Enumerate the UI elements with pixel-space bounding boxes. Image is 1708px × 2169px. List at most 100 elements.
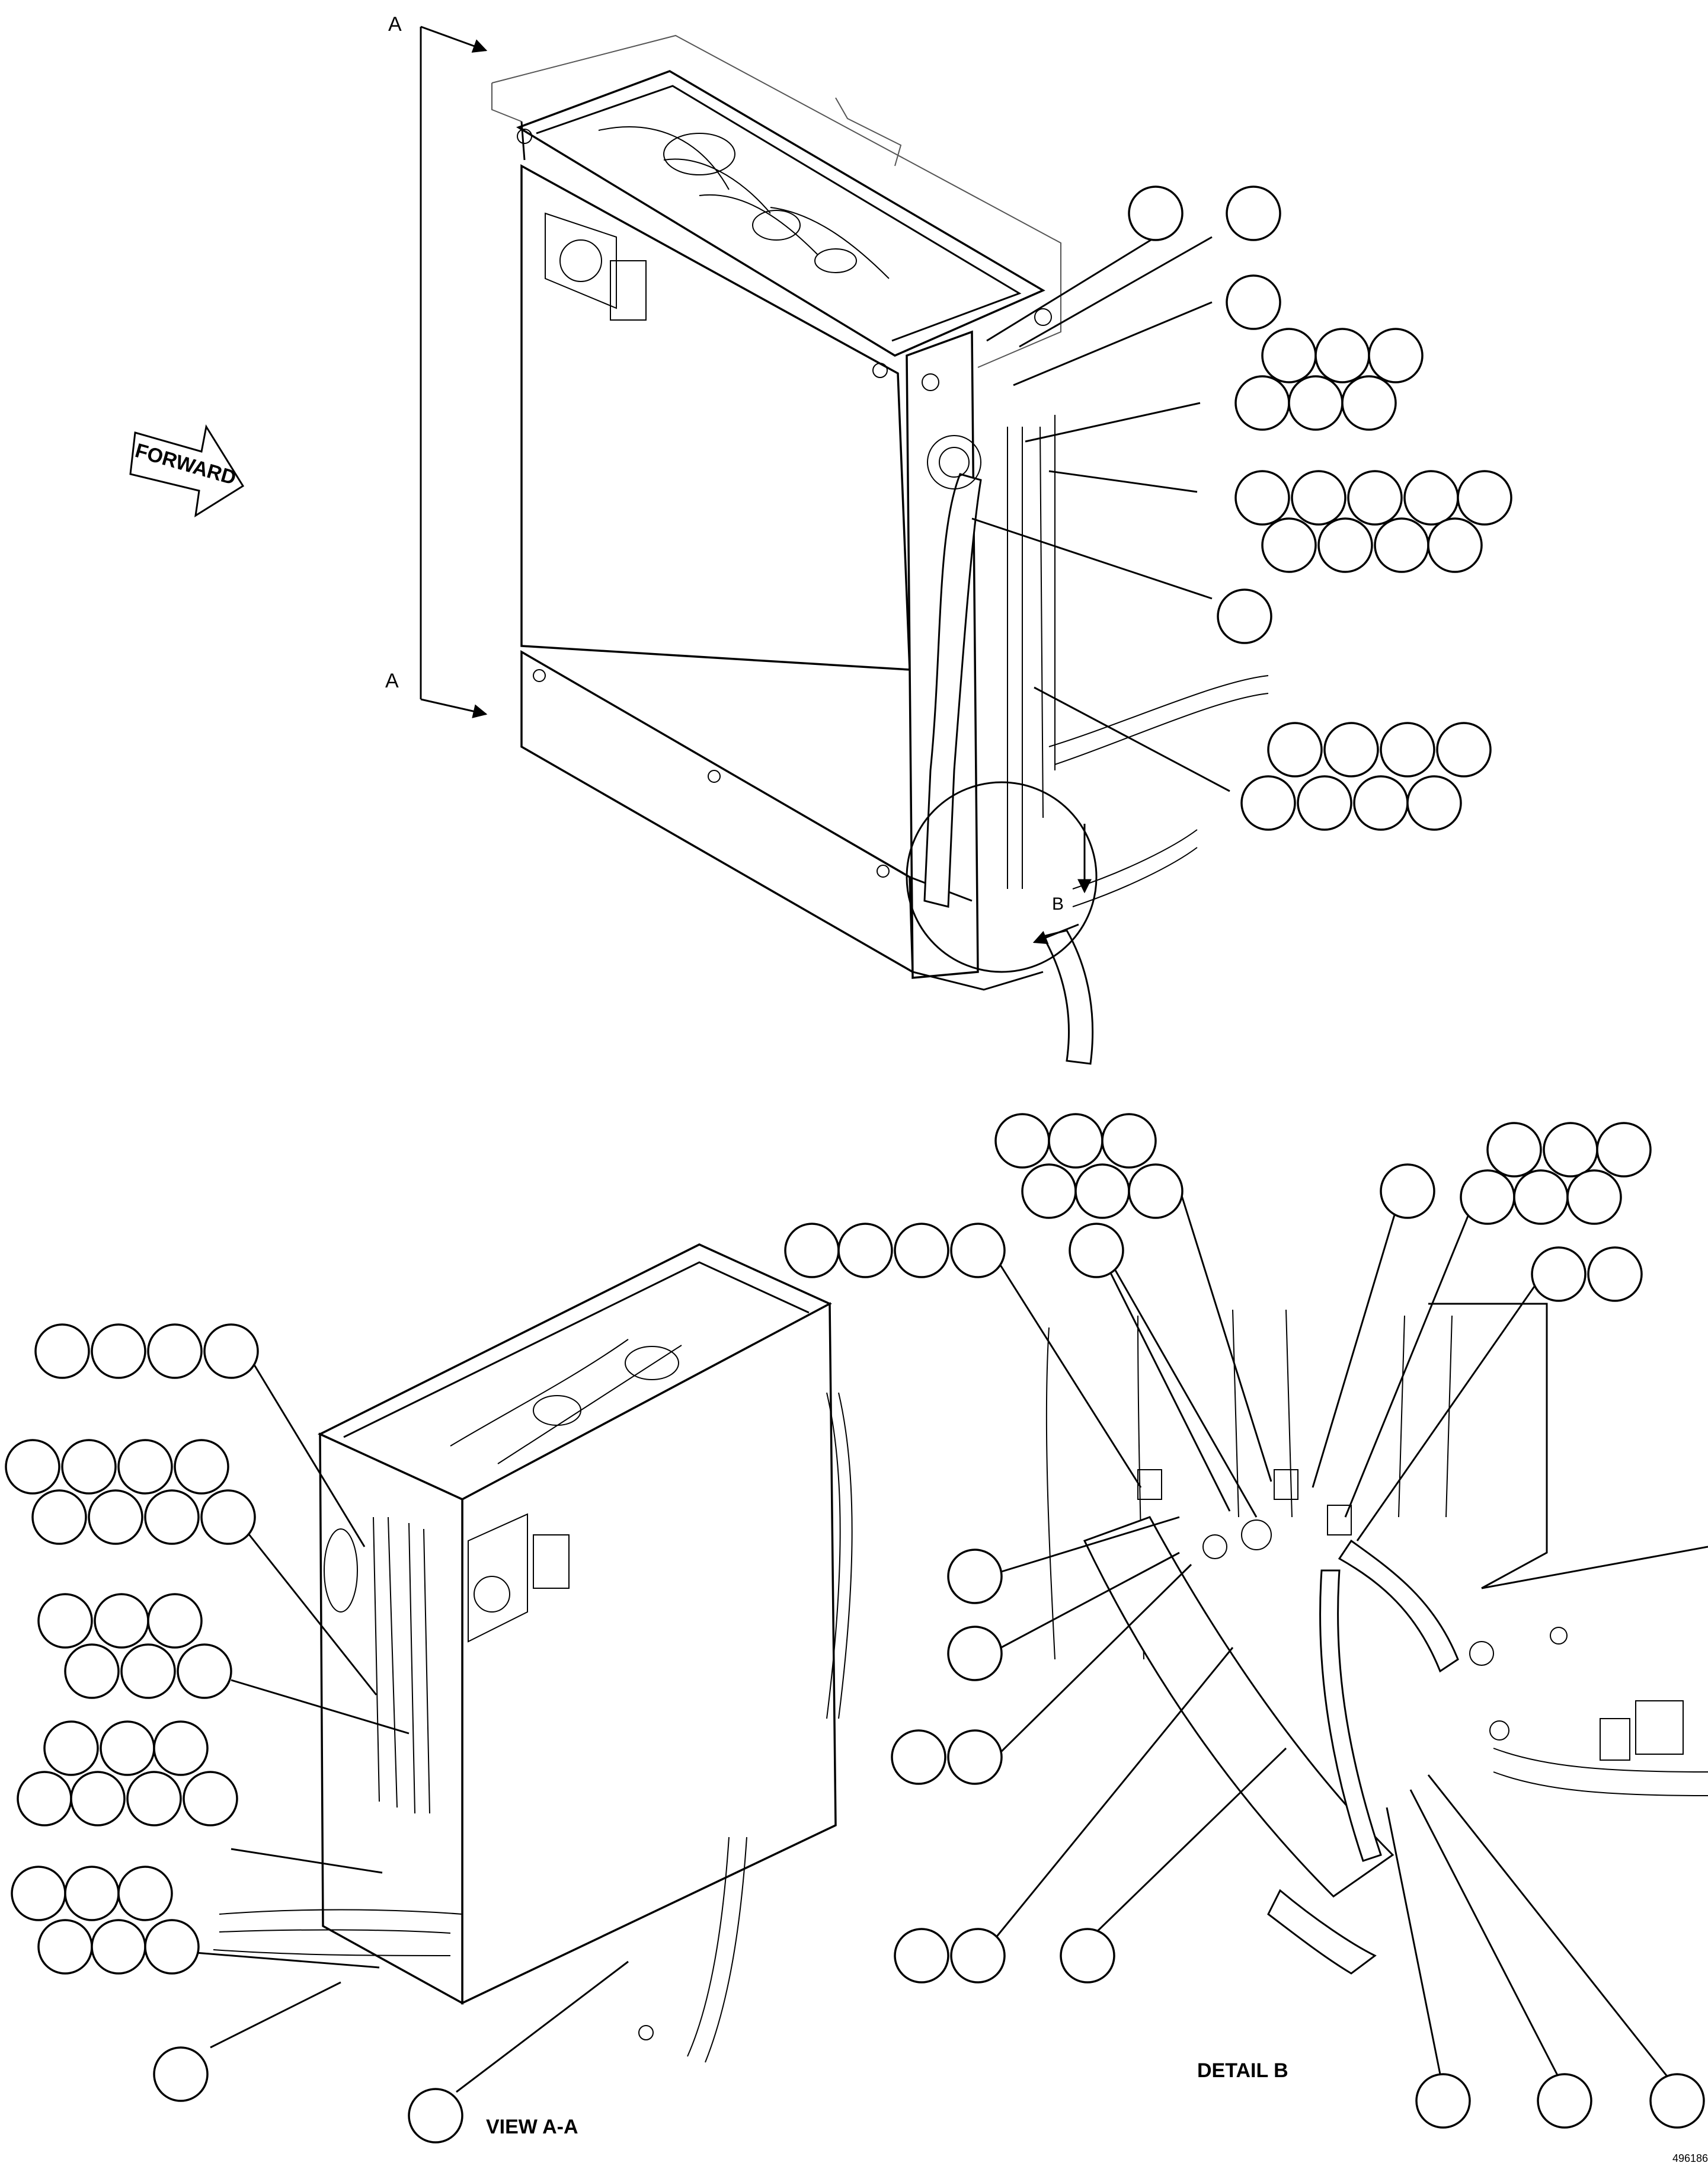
callout-bubble (64, 1866, 120, 1921)
callout-bubble (153, 2046, 209, 2102)
callout-bubble (1226, 185, 1281, 241)
callout-bubble (947, 1549, 1003, 1604)
callout-bubble (1460, 1169, 1515, 1225)
callout-bubble (1513, 1169, 1569, 1225)
callout-bubble (1317, 517, 1373, 573)
callout-bubble (117, 1439, 173, 1495)
callout-bubble (117, 1866, 173, 1921)
callout-bubble (177, 1643, 232, 1699)
callout-bubble (1128, 185, 1184, 241)
callout-bubble (1128, 1163, 1184, 1219)
callout-bubble (126, 1771, 182, 1826)
callout-bubble (1261, 517, 1317, 573)
callout-bubble (1353, 775, 1409, 831)
view-a-a-illustration (213, 1243, 853, 2063)
callout-bubble (1297, 775, 1352, 831)
callout-bubble (144, 1919, 200, 1975)
detail-b-label: B (1052, 894, 1064, 914)
callout-bubble (147, 1323, 203, 1379)
main-assembly-illustration (491, 34, 1269, 1065)
callout-bubble (1234, 470, 1290, 526)
callouts-view-a-a: VIEW A-A (5, 1323, 629, 2144)
callout-bubble (1406, 775, 1462, 831)
callout-bubble (64, 1643, 120, 1699)
callout-bubble (1291, 470, 1346, 526)
callout-bubble (203, 1323, 259, 1379)
figure-id: 496186 (1672, 2152, 1708, 2164)
section-line-a-a: A A (385, 13, 488, 718)
callout-bubble (34, 1323, 90, 1379)
callout-bubble (950, 1928, 1006, 1984)
callout-bubble (947, 1626, 1003, 1681)
section-label-a-bottom: A (385, 670, 399, 692)
callout-bubble (1226, 274, 1281, 330)
callout-bubble (37, 1593, 93, 1649)
callout-bubble (1649, 2073, 1705, 2129)
callout-bubble (100, 1720, 155, 1776)
callouts-detail-b: DETAIL B (784, 1113, 1705, 2129)
callout-bubble (784, 1223, 840, 1278)
callout-bubble (1543, 1122, 1598, 1178)
callout-bubble (94, 1593, 149, 1649)
callout-bubble (147, 1593, 203, 1649)
callout-bubble (1314, 328, 1370, 383)
callouts-top (971, 185, 1512, 831)
callout-bubble (1069, 1223, 1124, 1278)
section-label-a-top: A (388, 13, 402, 36)
callout-bubble (408, 2088, 463, 2144)
callout-bubble (837, 1223, 893, 1278)
callout-bubble (31, 1489, 87, 1545)
detail-b-illustration (1045, 1303, 1708, 1975)
callout-bubble (1048, 1113, 1104, 1169)
callout-bubble (1074, 1163, 1130, 1219)
callout-bubble (1368, 328, 1424, 383)
callout-bubble (1596, 1122, 1652, 1178)
callout-bubble (1415, 2073, 1471, 2129)
callout-bubble (1267, 722, 1323, 778)
callout-bubble (144, 1489, 200, 1545)
callout-bubble (91, 1323, 146, 1379)
callout-bubble (1323, 722, 1379, 778)
callout-bubble (1101, 1113, 1157, 1169)
callout-bubble (891, 1729, 946, 1785)
callout-bubble (1060, 1928, 1115, 1984)
callout-bubble (1380, 1163, 1435, 1219)
callout-bubble (61, 1439, 117, 1495)
callout-bubble (950, 1223, 1006, 1278)
callout-bubble (894, 1928, 949, 1984)
callout-bubble (153, 1720, 209, 1776)
callout-bubble (1288, 375, 1344, 431)
callout-bubble (1537, 2073, 1592, 2129)
callout-bubble (183, 1771, 238, 1826)
callout-bubble (174, 1439, 229, 1495)
callout-bubble (1427, 517, 1483, 573)
callout-bubble (17, 1771, 72, 1826)
callout-bubble (894, 1223, 949, 1278)
callout-bubble (1234, 375, 1290, 431)
forward-arrow: FORWARD (129, 424, 245, 517)
callout-bubble (200, 1489, 256, 1545)
callout-bubble (994, 1113, 1050, 1169)
callout-bubble (1531, 1246, 1587, 1302)
callout-bubble (1380, 722, 1435, 778)
callout-bubble (91, 1919, 146, 1975)
callout-bubble (1436, 722, 1492, 778)
callout-bubble (5, 1439, 60, 1495)
callout-bubble (1587, 1246, 1643, 1302)
callout-bubble (1457, 470, 1512, 526)
callout-bubble (947, 1729, 1003, 1785)
callout-bubble (120, 1643, 176, 1699)
callout-bubble (1566, 1169, 1622, 1225)
callout-bubble (70, 1771, 126, 1826)
view-a-a-caption: VIEW A-A (486, 2116, 578, 2138)
callout-bubble (1240, 775, 1296, 831)
callout-bubble (37, 1919, 93, 1975)
callout-bubble (1347, 470, 1403, 526)
callout-bubble (1403, 470, 1459, 526)
callout-bubble (1021, 1163, 1077, 1219)
detail-b-marker: B (906, 781, 1098, 973)
callout-bubble (1261, 328, 1317, 383)
callout-bubble (1341, 375, 1397, 431)
callout-bubble (1486, 1122, 1542, 1178)
detail-b-caption: DETAIL B (1197, 2059, 1288, 2082)
